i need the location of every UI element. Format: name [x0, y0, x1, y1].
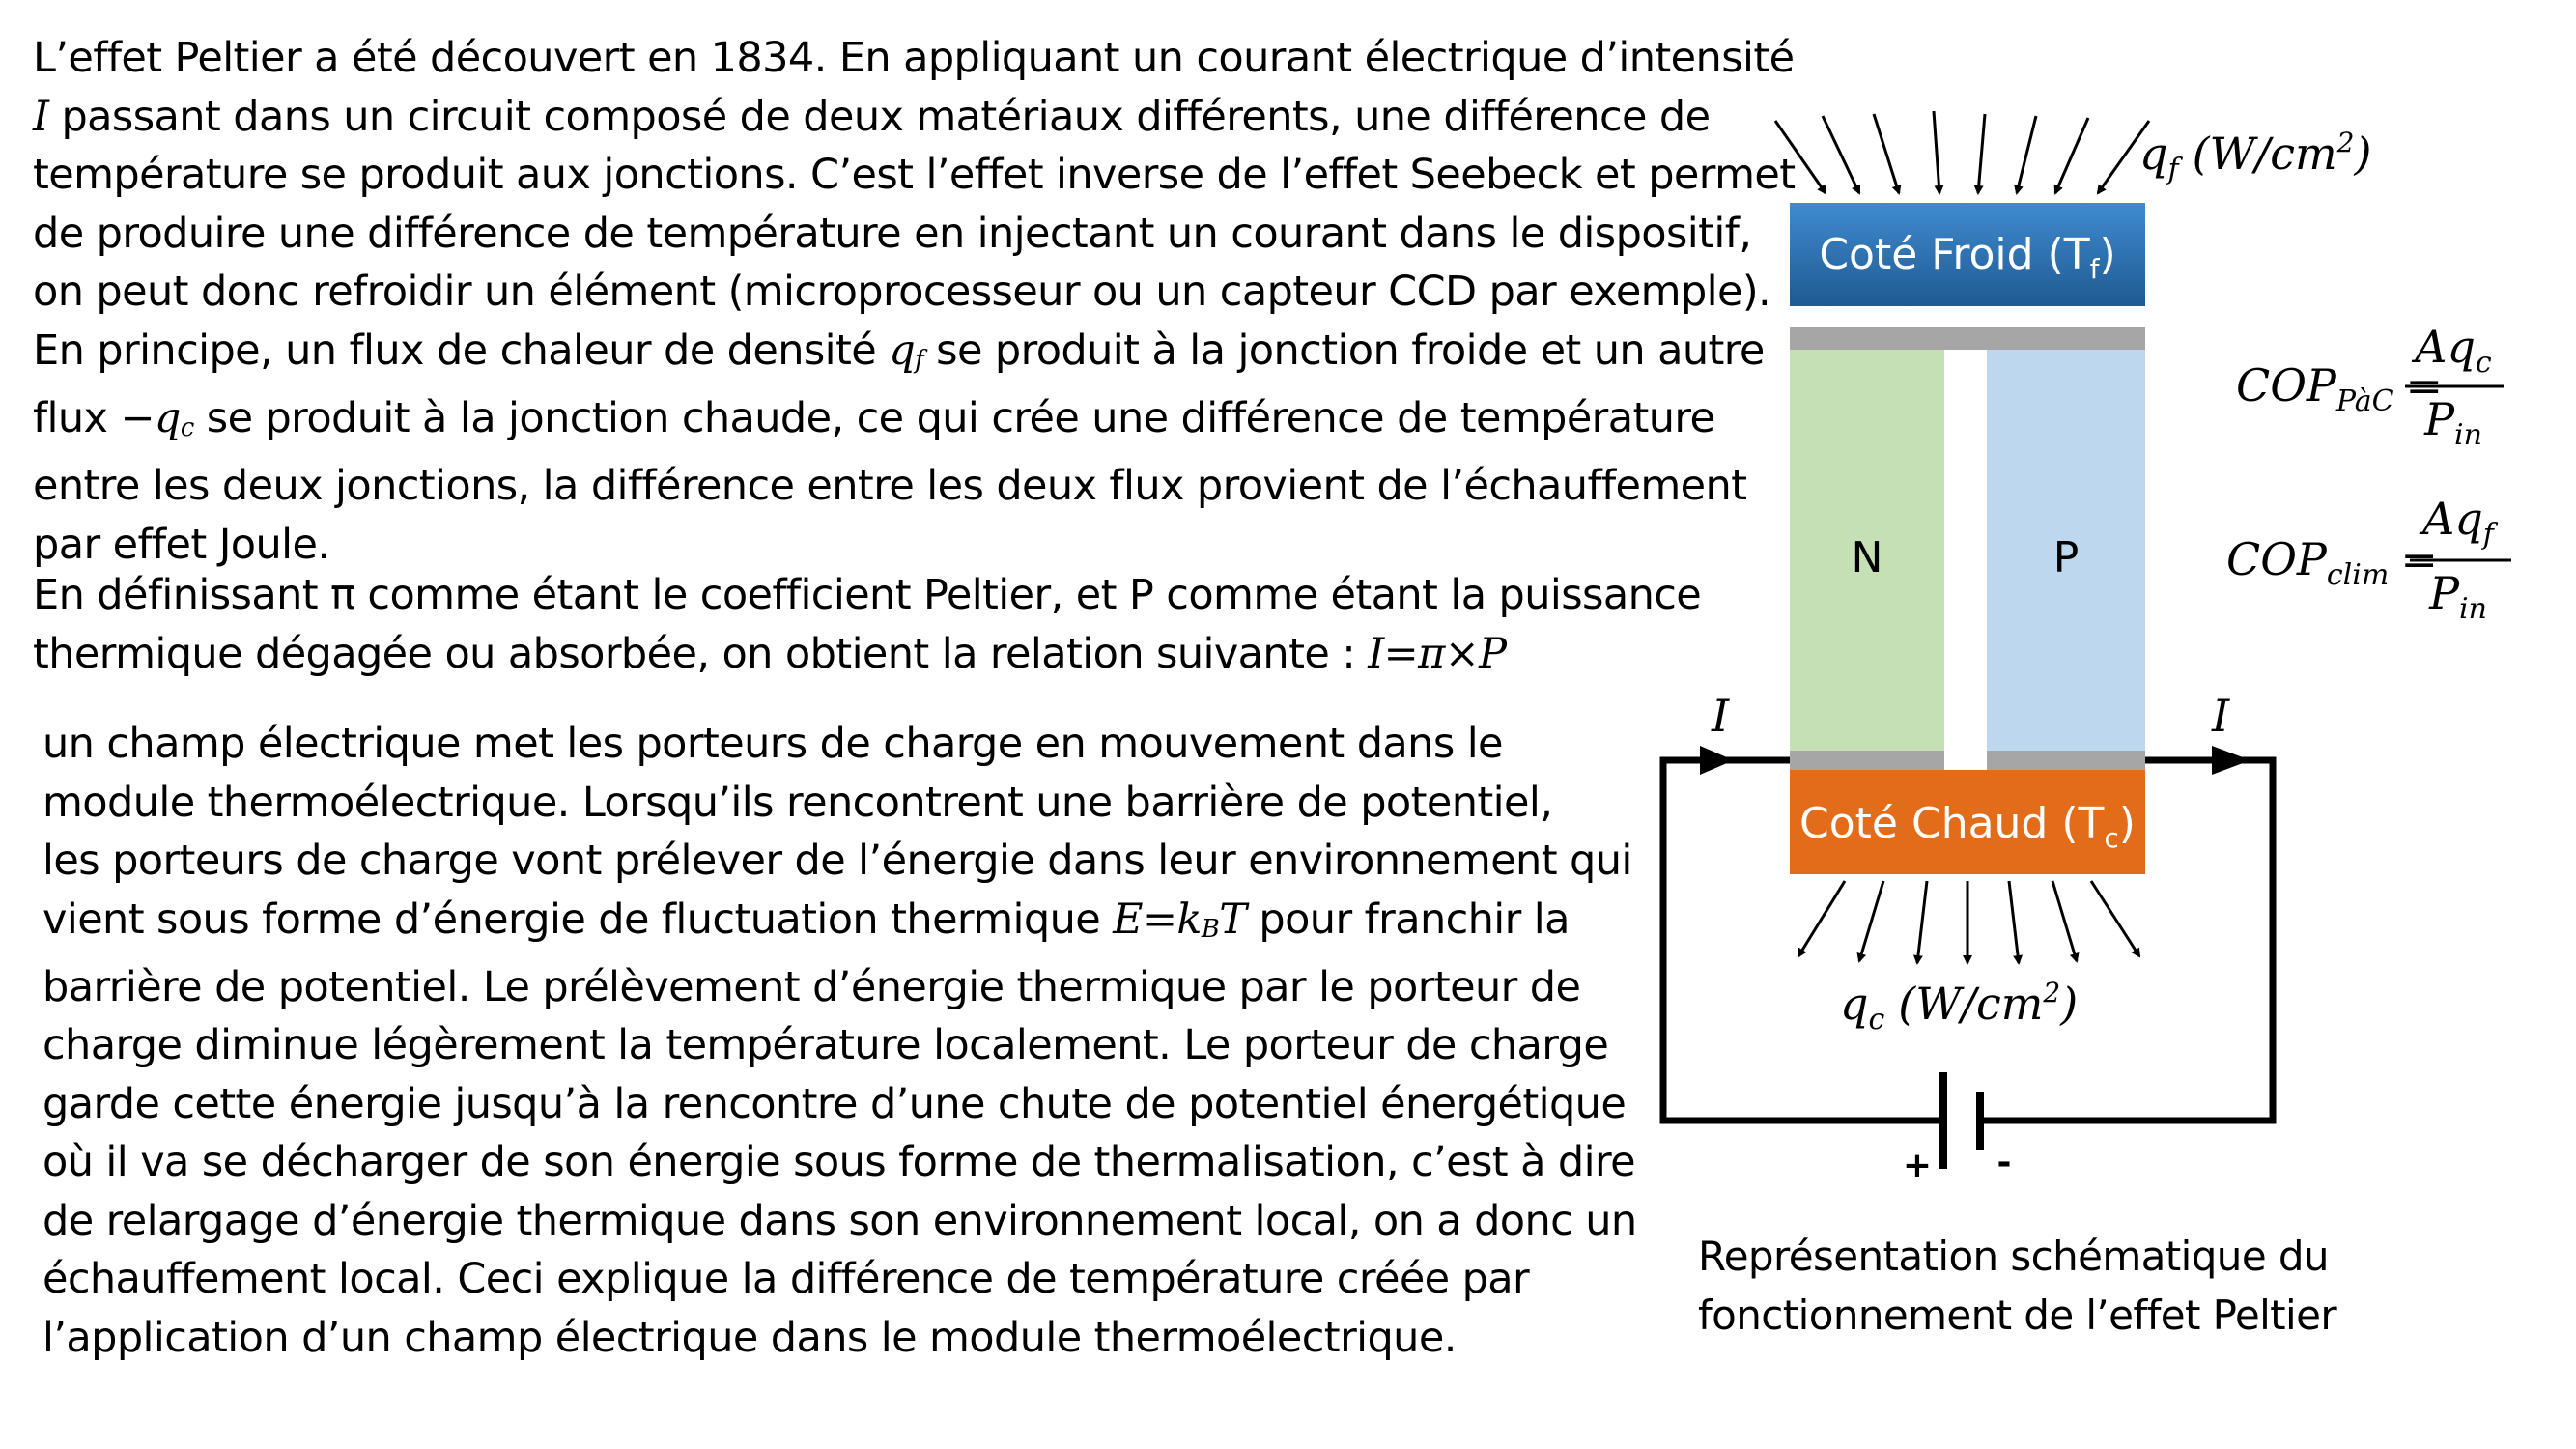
cop-clim-formula: COPclim= Aqf Pin	[2226, 493, 2511, 626]
text-line: où il va se décharger de son énergie sou…	[42, 1138, 1636, 1187]
hot-side-label: Coté Chaud (Tc)	[1799, 799, 2136, 854]
qf-symbol: qf	[889, 326, 924, 375]
relation-formula: I=π×P	[1368, 629, 1507, 678]
text-line: l’application d’un champ électrique dans…	[42, 1313, 1457, 1362]
p-label: P	[2053, 533, 2080, 582]
text-line: par effet Joule.	[33, 520, 330, 569]
n-label: N	[1852, 533, 1883, 582]
intro-paragraph: L’effet Peltier a été découvert en 1834.…	[33, 29, 1796, 574]
battery-minus: -	[1997, 1143, 2012, 1182]
battery-plus: +	[1903, 1146, 1932, 1185]
battery-symbol	[1939, 1072, 1984, 1169]
bottom-contact-p	[1987, 751, 2145, 770]
svg-text:Aqf: Aqf	[2419, 493, 2499, 552]
svg-text:Pin: Pin	[2423, 393, 2482, 452]
text-line: de produire une différence de températur…	[33, 209, 1752, 258]
cop-pac-formula: COPPàC= Aqc Pin	[2236, 321, 2504, 452]
peltier-diagram: qf(W/cm2) Coté Froid (Tf) N P Coté Chaud…	[1659, 110, 2511, 1185]
cold-side-label: Coté Froid (Tf)	[1819, 230, 2115, 285]
current-label-left: I	[1711, 690, 1730, 742]
svg-text:Aqc: Aqc	[2411, 321, 2492, 380]
text-line: flux −qc se produit à la jonction chaude…	[33, 393, 1715, 442]
caption-line: Représentation schématique du	[1698, 1233, 2330, 1280]
text-line: module thermoélectrique. Lorsqu’ils renc…	[42, 778, 1553, 827]
qc-flux-label: qc(W/cm2)	[1840, 977, 2078, 1037]
text-line: thermique dégagée ou absorbée, on obtien…	[33, 629, 1507, 678]
cold-flux-arrows	[1773, 110, 2151, 195]
text-line: I passant dans un circuit composé de deu…	[33, 92, 1711, 141]
hot-flux-arrows	[1797, 880, 2141, 965]
text-line: entre les deux jonctions, la différence …	[33, 462, 1747, 511]
cold-side-block	[1790, 203, 2145, 306]
text-line: En définissant π comme étant le coeffici…	[33, 571, 1702, 619]
text-line: L’effet Peltier a été découvert en 1834.…	[33, 34, 1795, 82]
energy-formula: E=kBT	[1113, 895, 1247, 944]
explanation-paragraph: un champ électrique met les porteurs de …	[42, 715, 1637, 1367]
figure-caption: Représentation schématique du fonctionne…	[1698, 1227, 2337, 1345]
text-line: garde cette énergie jusqu’à la rencontre…	[42, 1079, 1627, 1128]
n-leg	[1790, 350, 1944, 751]
svg-text:COPPàC=: COPPàC=	[2236, 359, 2443, 418]
bottom-contact-n	[1790, 751, 1944, 770]
current-label-right: I	[2211, 690, 2230, 742]
text-line: on peut donc refroidir un élément (micro…	[33, 268, 1771, 316]
current-arrow-right	[2212, 746, 2250, 775]
current-arrow-left	[1700, 746, 1734, 775]
caption-line: fonctionnement de l’effet Peltier	[1698, 1292, 2337, 1339]
text-line: les porteurs de charge vont prélever de …	[42, 837, 1632, 885]
text-line: un champ électrique met les porteurs de …	[42, 720, 1504, 768]
qc-symbol: −qc	[120, 393, 194, 442]
definition-paragraph: En définissant π comme étant le coeffici…	[33, 566, 1702, 683]
text-line: barrière de potentiel. Le prélèvement d’…	[42, 962, 1581, 1011]
text-line: de relargage d’énergie thermique dans so…	[42, 1196, 1637, 1245]
text-line: En principe, un flux de chaleur de densi…	[33, 326, 1765, 375]
text-line: température se produit aux jonctions. C’…	[33, 151, 1796, 199]
svg-text:Pin: Pin	[2428, 567, 2487, 626]
text-line: échauffement local. Ceci explique la dif…	[42, 1255, 1530, 1304]
current-symbol: I	[33, 92, 49, 141]
p-leg	[1987, 350, 2145, 751]
text-line: vient sous forme d’énergie de fluctuatio…	[42, 895, 1571, 944]
text-line: charge diminue légèrement la température…	[42, 1021, 1609, 1070]
hot-side-block	[1790, 770, 2145, 874]
top-contact-plate	[1790, 327, 2145, 350]
svg-text:COPclim=: COPclim=	[2226, 533, 2438, 592]
qf-flux-label: qf(W/cm2)	[2139, 127, 2371, 186]
